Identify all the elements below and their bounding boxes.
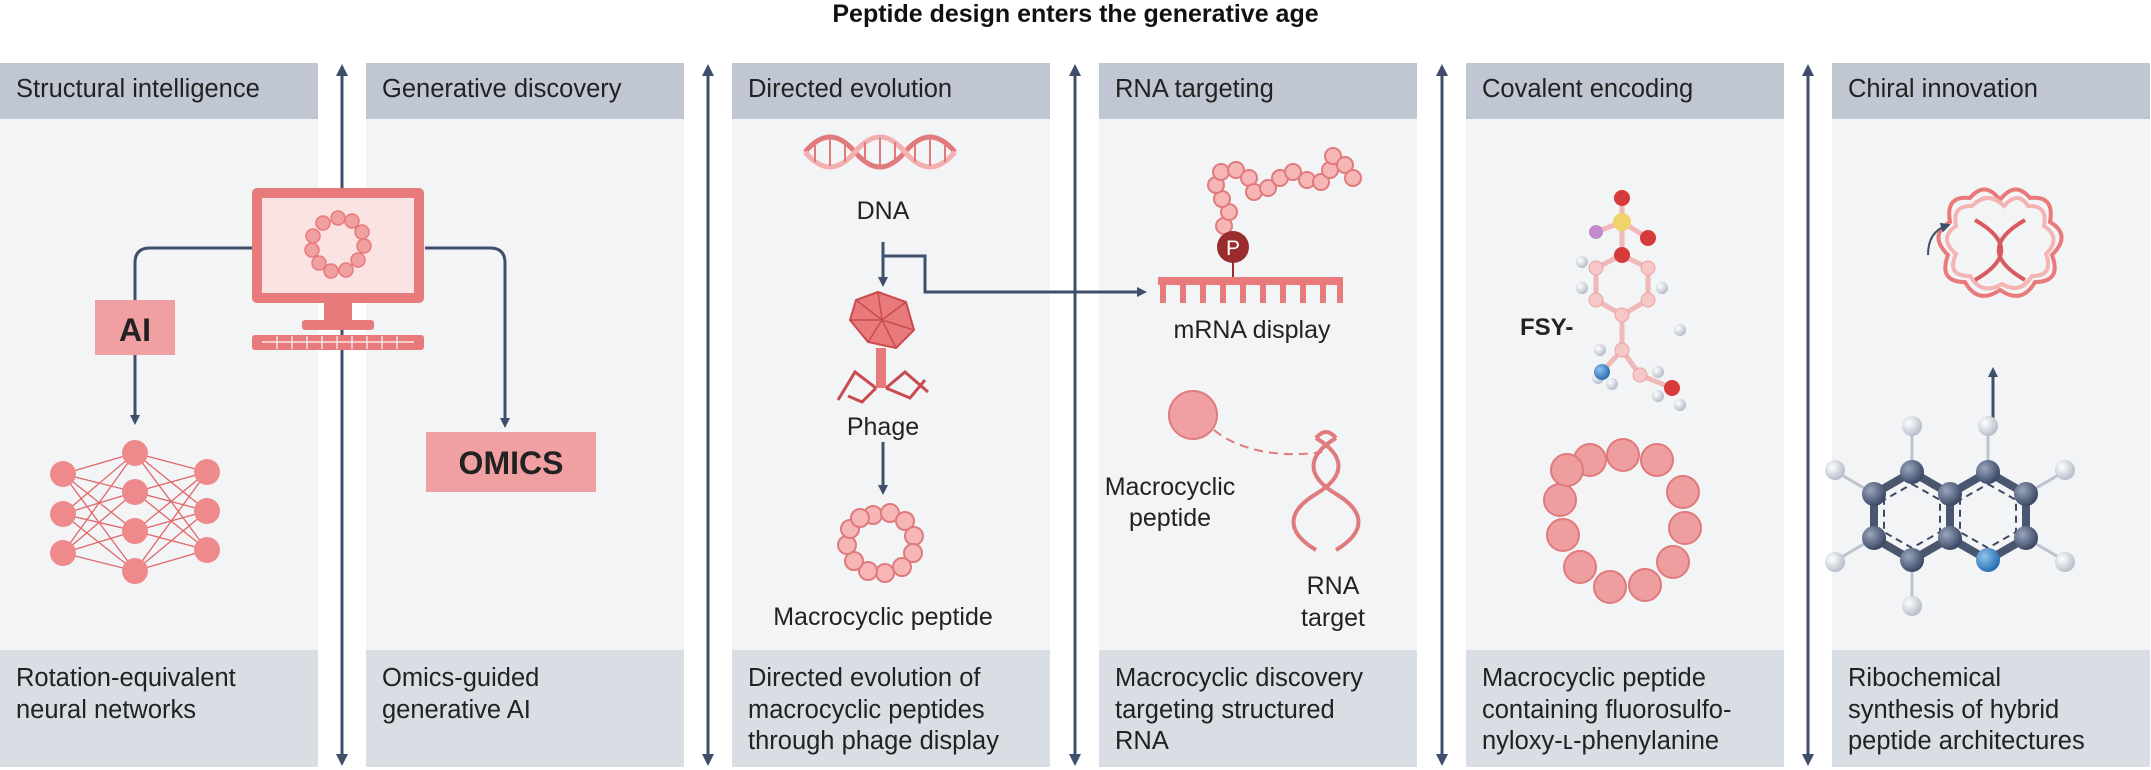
computer-icon — [252, 188, 424, 350]
phosphate-badge — [1217, 231, 1249, 263]
flow-lines — [878, 242, 1147, 495]
curved-arrow — [1927, 222, 1951, 256]
ribbon-macrocycle-icon — [1936, 187, 2064, 298]
dna-label: DNA — [857, 197, 910, 225]
panel-heading: Structural intelligence — [16, 75, 260, 103]
macrocycle-icon — [304, 210, 372, 279]
panel-footer: Omics-guided generative AI — [366, 650, 684, 767]
panel-caption: Macrocyclic discovery targeting structur… — [1115, 664, 1363, 755]
rna-hairpin-icon — [1291, 430, 1361, 552]
mrna-strand-icon — [1158, 262, 1343, 303]
divider-arrows — [336, 64, 1814, 766]
ai-label: AI — [119, 312, 151, 348]
panel-header: RNA targeting — [1099, 63, 1417, 119]
panel-caption: Omics-guided generative AI — [382, 664, 540, 724]
panel-header: Generative discovery — [366, 63, 684, 119]
panel-rna-targeting: RNA targeting Macrocyclic discovery targ… — [1099, 63, 1417, 767]
figure-title: Peptide design enters the generative age — [832, 0, 1319, 28]
tether-line — [1213, 429, 1323, 456]
neural-network-icon — [50, 440, 220, 584]
panel-heading: RNA targeting — [1115, 75, 1274, 103]
panel-caption: Rotation-equivalent neural networks — [16, 664, 236, 724]
macrocyclic-peptide-label: Macrocyclic peptide — [773, 603, 993, 631]
panel-footer: Macrocyclic discovery targeting structur… — [1099, 650, 1417, 767]
panel-footer: Macrocyclic peptide containing fluorosul… — [1466, 650, 1784, 767]
molecule-icon — [1576, 190, 1686, 411]
panel-caption: Macrocyclic peptide containing fluorosul… — [1482, 664, 1732, 755]
omics-label: OMICS — [459, 445, 564, 481]
panel-heading: Generative discovery — [382, 75, 622, 103]
quinoline-icon — [1825, 416, 2075, 616]
panel-generative-discovery: Generative discovery Omics-guided genera… — [366, 63, 684, 767]
panel-caption: Ribochemical synthesis of hybrid peptide… — [1848, 664, 2085, 755]
panel-footer: Ribochemical synthesis of hybrid peptide… — [1832, 650, 2150, 767]
macrocyclic-peptide-ball — [1168, 390, 1218, 440]
panel-structural-intelligence: Structural intelligence Rotation-equival… — [0, 63, 318, 767]
panel-header: Directed evolution — [732, 63, 1050, 119]
panel-footer: Rotation-equivalent neural networks — [0, 650, 318, 767]
macrocyclic-label-1: Macrocyclic — [1105, 473, 1236, 501]
mrna-display-label: mRNA display — [1174, 316, 1331, 344]
dna-helix-icon — [803, 134, 957, 170]
omics-badge — [426, 432, 596, 492]
macrocycle-icon — [1543, 438, 1702, 604]
peptide-chain — [1207, 147, 1362, 235]
flow-lines — [130, 246, 510, 428]
panel-footer: Directed evolution of macrocyclic peptid… — [732, 650, 1050, 767]
fsy-label: FSY- — [1520, 314, 1573, 341]
panel-header: Structural intelligence — [0, 63, 318, 119]
rna-target-label-2: target — [1301, 604, 1365, 632]
rna-target-label-1: RNA — [1307, 572, 1360, 600]
phosphate-label: P — [1226, 237, 1240, 260]
panel-heading: Chiral innovation — [1848, 75, 2038, 103]
phage-icon — [836, 290, 929, 404]
panel-header: Chiral innovation — [1832, 63, 2150, 119]
panel-heading: Covalent encoding — [1482, 75, 1694, 103]
panel-caption: Directed evolution of macrocyclic peptid… — [748, 664, 999, 755]
panel-chiral-innovation: Chiral innovation Ribochemical synthesis… — [1832, 63, 2150, 767]
panel-directed-evolution: Directed evolution Directed evolution of… — [732, 63, 1050, 767]
phage-label: Phage — [847, 413, 919, 441]
panel-header: Covalent encoding — [1466, 63, 1784, 119]
macrocycle-icon — [837, 503, 924, 583]
panel-heading: Directed evolution — [748, 75, 953, 103]
ai-badge — [95, 300, 175, 355]
macrocyclic-label-2: peptide — [1129, 504, 1211, 532]
panel-covalent-encoding: Covalent encoding Macrocyclic peptide co… — [1466, 63, 1784, 767]
